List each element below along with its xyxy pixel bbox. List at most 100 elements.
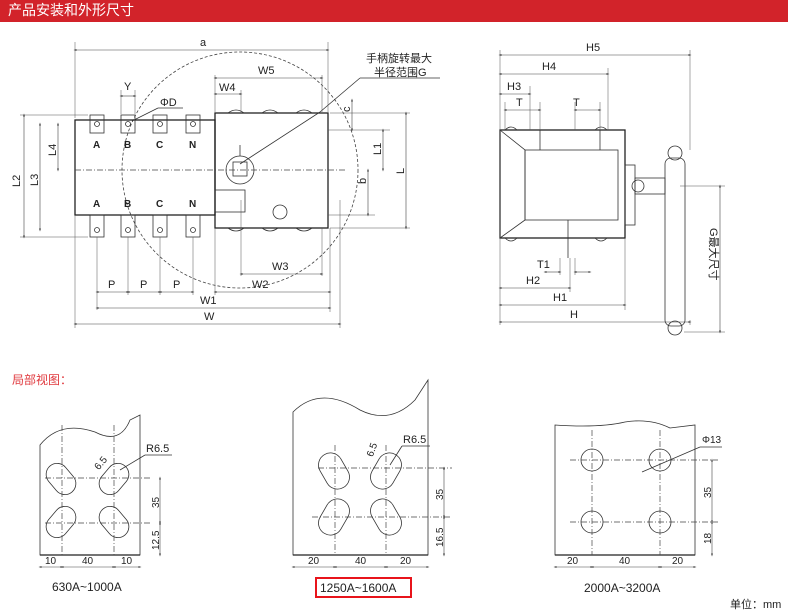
terminal-top xyxy=(120,114,136,134)
mounting-hole xyxy=(648,510,672,534)
pole-label: A xyxy=(93,199,100,210)
terminal-top xyxy=(89,114,105,134)
handle-bar xyxy=(664,157,686,327)
dim-t: T xyxy=(573,97,580,109)
dim-h: H xyxy=(570,309,578,321)
top-screw-heads xyxy=(227,109,313,114)
panel-label: 630A~1000A xyxy=(52,580,122,594)
bottom-offset-label: 18 xyxy=(703,532,714,544)
dim-h4: H4 xyxy=(542,61,556,73)
hdim-right: 10 xyxy=(121,556,133,567)
pole-label: B xyxy=(124,140,131,151)
pole-label: N xyxy=(189,140,196,151)
mounting-slot xyxy=(370,498,402,536)
dim-b: b xyxy=(357,178,369,184)
terminal-top xyxy=(152,114,168,134)
terminal-hole xyxy=(190,227,196,233)
dim-phid: ΦD xyxy=(160,97,177,109)
radius-label: R6.5 xyxy=(403,434,426,446)
handle-note-line2: 半径范围G xyxy=(374,65,427,79)
dim-y: Y xyxy=(124,81,132,93)
highlight-box xyxy=(315,577,412,598)
dim-h1: H1 xyxy=(553,292,567,304)
handle-note-line1: 手柄旋转最大 xyxy=(366,51,432,65)
mechanism-box xyxy=(214,112,329,229)
terminal-hole xyxy=(125,227,131,233)
detail-panel-630-1000: R6.5 6.5 35 12.5 10 40 10 630A~1000A xyxy=(38,414,172,594)
dim-t1: T1 xyxy=(537,259,550,271)
vspacing-label: 35 xyxy=(435,488,446,500)
terminal-bottom xyxy=(152,214,168,238)
dim-h5: H5 xyxy=(586,42,600,54)
slot-width-label: 6.5 xyxy=(365,441,380,458)
diameter-leader xyxy=(641,446,701,473)
hdim-mid: 40 xyxy=(82,556,94,567)
radius-leader xyxy=(389,445,403,466)
terminal-bottom xyxy=(89,214,105,238)
hdim-left: 20 xyxy=(308,556,320,567)
front-view: A B C N A B C N a W5 W4 Y ΦD 手柄旋转最大 半径范围… xyxy=(11,37,440,328)
side-body-bevel xyxy=(499,129,526,239)
dim-w1: W1 xyxy=(200,295,217,307)
pole-label: N xyxy=(189,199,196,210)
hdim-left: 20 xyxy=(567,556,579,567)
dim-l3: L3 xyxy=(29,174,41,186)
panel-label: 2000A~3200A xyxy=(584,581,660,595)
handle-knob xyxy=(667,320,683,336)
terminal-hole xyxy=(94,227,100,233)
dim-l4: L4 xyxy=(47,144,59,156)
pole-label: C xyxy=(156,199,163,210)
mounting-hole xyxy=(580,510,604,534)
side-screw-heads xyxy=(504,126,608,242)
busbar-outline xyxy=(292,378,429,556)
hdim-mid: 40 xyxy=(619,556,631,567)
dim-p: P xyxy=(173,279,180,291)
mounting-hole xyxy=(580,448,604,472)
mounting-slot xyxy=(98,463,130,495)
diameter-label: Φ13 xyxy=(702,435,722,446)
handle-knob xyxy=(667,145,683,161)
mounting-slot xyxy=(45,506,77,538)
handle-note-leader xyxy=(239,111,321,165)
terminal-hole xyxy=(157,227,163,233)
hdim-right: 20 xyxy=(400,556,412,567)
vspacing-label: 35 xyxy=(151,496,162,508)
mounting-slot xyxy=(45,463,77,495)
dim-t: T xyxy=(516,97,523,109)
terminals xyxy=(89,114,201,238)
dim-h3: H3 xyxy=(507,81,521,93)
dim-a: a xyxy=(200,37,207,49)
pole-label: B xyxy=(124,199,131,210)
dim-l1: L1 xyxy=(372,143,384,155)
terminal-hole xyxy=(94,121,100,127)
bottom-screw-heads xyxy=(227,227,313,232)
mounting-slot xyxy=(318,498,350,536)
dim-l2: L2 xyxy=(11,175,23,187)
pole-label: A xyxy=(93,140,100,151)
hdim-left: 10 xyxy=(45,556,57,567)
radius-leader xyxy=(119,454,146,471)
busbar-outline xyxy=(39,414,141,556)
bottom-offset-label: 12.5 xyxy=(151,530,162,550)
dim-c: c xyxy=(341,106,353,112)
terminal-hole xyxy=(157,121,163,127)
dim-p: P xyxy=(108,279,115,291)
bottom-offset-label: 16.5 xyxy=(435,527,446,547)
terminal-hole xyxy=(125,121,131,127)
dim-w4: W4 xyxy=(219,82,236,94)
mounting-slot xyxy=(370,452,402,490)
terminal-top xyxy=(185,114,201,134)
detail-panel-1250-1600: R6.5 6.5 35 16.5 20 40 20 1250A~1600A xyxy=(291,378,452,598)
hdim-right: 20 xyxy=(672,556,684,567)
vspacing-label: 35 xyxy=(703,486,714,498)
phid-leader xyxy=(131,107,159,122)
busbar-outline xyxy=(554,420,696,556)
dim-l: L xyxy=(395,168,407,174)
side-body-inner xyxy=(524,149,619,221)
dim-w: W xyxy=(204,311,215,323)
dim-w2: W2 xyxy=(252,279,269,291)
terminal-hole xyxy=(190,121,196,127)
g-max-note: G最大尺寸 xyxy=(707,228,721,281)
mounting-slot xyxy=(98,506,130,538)
